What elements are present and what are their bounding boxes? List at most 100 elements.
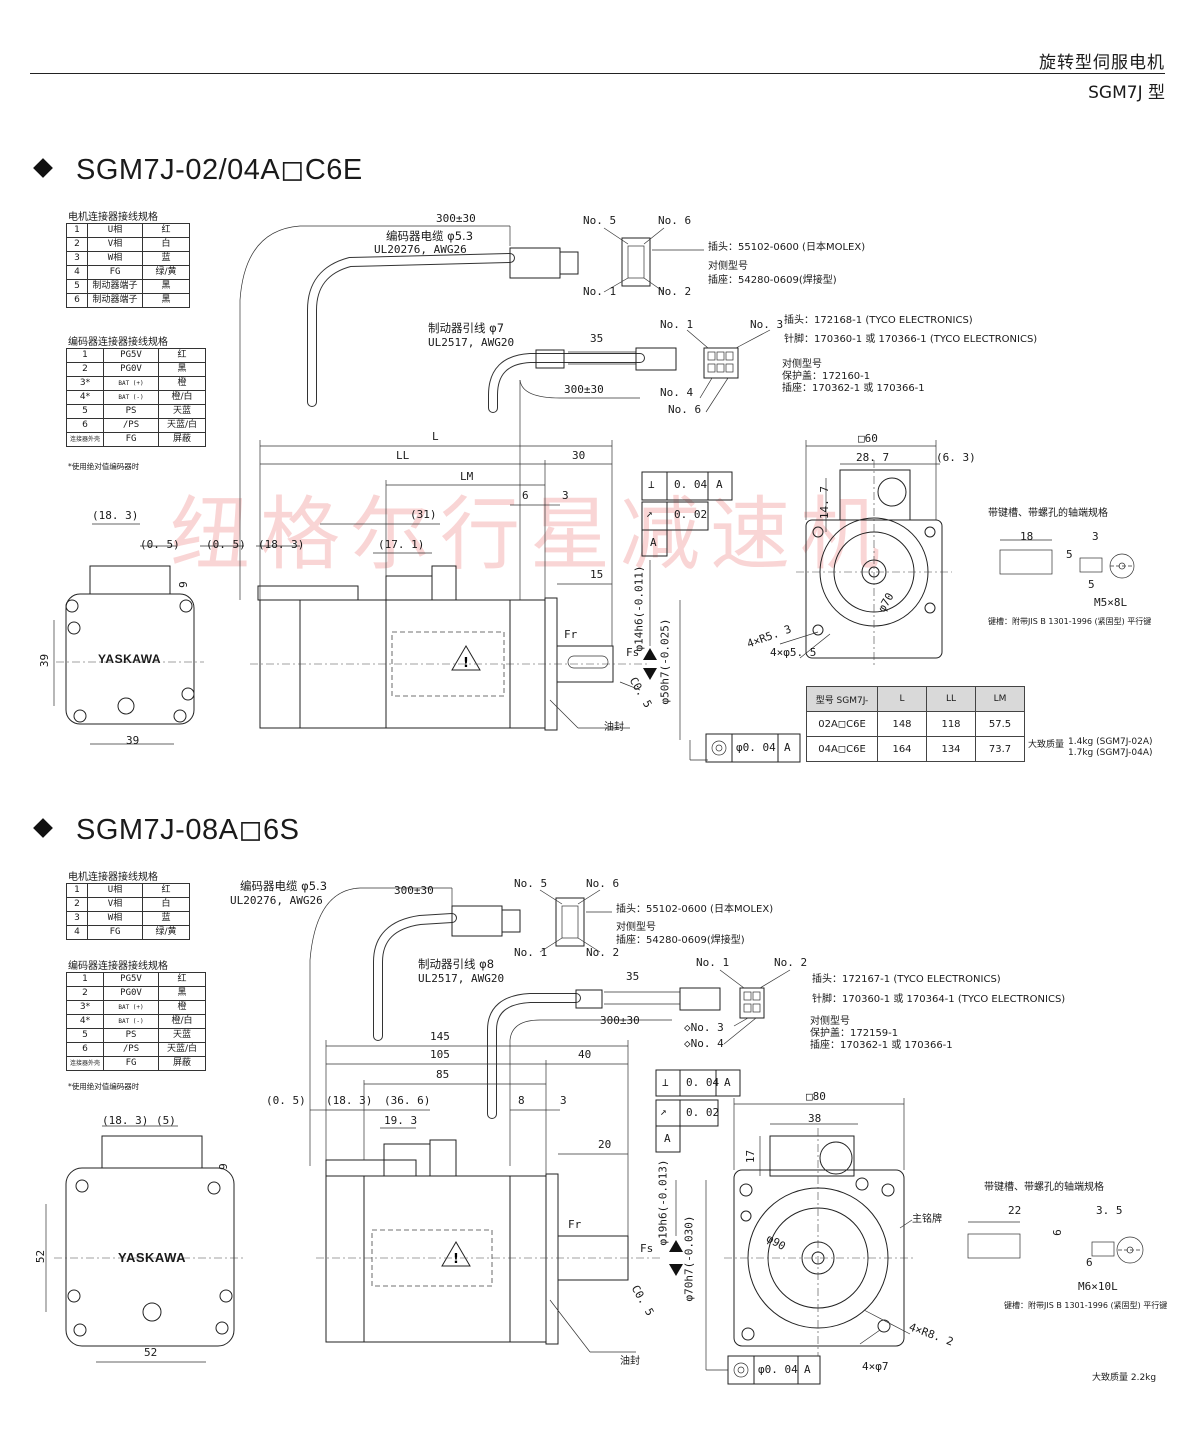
s1-tol-v3: φ0. 04 bbox=[736, 741, 776, 754]
pin-color-cell: 绿/黄 bbox=[142, 925, 190, 940]
section2-title-row: SGM7J-08A◻6S bbox=[33, 812, 300, 847]
s1-dim-171: (17. 1) bbox=[378, 538, 425, 551]
s1-oilseal: 油封 bbox=[604, 722, 624, 733]
s2-fs: Fs bbox=[640, 1242, 654, 1255]
s2-dim-hole7: 4×φ7 bbox=[862, 1360, 889, 1373]
s2-tol-perp: ⊥ bbox=[662, 1076, 669, 1089]
dim-cell: 148 bbox=[877, 711, 927, 737]
s1-fr: Fr bbox=[564, 628, 578, 641]
dim-cell: 04A◻C6E bbox=[806, 736, 878, 762]
pin-color-cell: 黑 bbox=[158, 362, 207, 377]
header-rule bbox=[30, 73, 1165, 74]
s1-dim-LM: LM bbox=[460, 470, 474, 483]
s1-enc-mate: 对侧型号 bbox=[708, 261, 748, 272]
s1-brand-logo: YASKAWA bbox=[98, 652, 162, 666]
s1-dim-05b: (0. 5) bbox=[206, 538, 246, 551]
svg-text:!: ! bbox=[463, 656, 469, 671]
pin-row: 3*BAT (+)橙 bbox=[65, 376, 207, 391]
s1-shaft-d3: 3 bbox=[1092, 530, 1099, 543]
s1-dim-183b: (18. 3) bbox=[258, 538, 305, 551]
s1-dim-39h: 39 bbox=[126, 734, 140, 747]
s1-shaft-d18: 18 bbox=[1020, 530, 1034, 543]
s2-dim-05: (0. 5) bbox=[266, 1094, 306, 1107]
s1-fs: Fs bbox=[626, 646, 640, 659]
s1-mass2: 1.7kg (SGM7J-04A) bbox=[1068, 748, 1153, 758]
s2-brake-plug bbox=[679, 987, 721, 1011]
s1-dim-spigot: φ50h7(-0.025) bbox=[658, 618, 672, 705]
s2-no5: No. 5 bbox=[514, 877, 548, 890]
section1-title: SGM7J-02/04A◻C6E bbox=[76, 154, 363, 186]
s1-dim-147: 14. 7 bbox=[818, 485, 832, 520]
s1-connector-housing bbox=[385, 575, 433, 601]
s1-dim-30: 30 bbox=[572, 449, 586, 462]
s2-tol-v2: 0. 02 bbox=[686, 1106, 720, 1119]
pin-color-cell: 红 bbox=[142, 883, 190, 898]
dim-header-cell: 型号 SGM7J- bbox=[806, 686, 878, 712]
svg-text:!: ! bbox=[453, 1252, 459, 1267]
s2-tol-a3: A bbox=[804, 1363, 811, 1376]
warning-icon-2 bbox=[441, 1241, 471, 1267]
s1-dim-9: 9 bbox=[176, 581, 190, 588]
s2-dim-366: (36. 6) bbox=[384, 1094, 431, 1107]
section2-title: SGM7J-08A◻6S bbox=[76, 814, 300, 846]
s2-dim-145: 145 bbox=[430, 1030, 450, 1043]
s2-dim-shaft: φ19h6(-0.013) bbox=[656, 1159, 670, 1246]
s2-b-no2: No. 2 bbox=[774, 956, 808, 969]
pin-signal-cell: PS bbox=[103, 1028, 160, 1043]
pin-number-cell: 3 bbox=[66, 911, 88, 926]
s2-b-no1: No. 1 bbox=[696, 956, 730, 969]
s1-tol-perp: ⊥ bbox=[648, 478, 655, 491]
s1-brake-plug-label: 插头：172168-1 (TYCO ELECTRONICS) bbox=[784, 315, 973, 326]
s2-tol-datum: A bbox=[664, 1132, 671, 1145]
s1-dim-sq60: □60 bbox=[858, 432, 878, 445]
pin-number-cell: 2 bbox=[66, 897, 88, 912]
pin-number-cell: 5 bbox=[65, 404, 105, 419]
s1-dim-6: 6 bbox=[522, 489, 529, 502]
pin-number-cell: 5 bbox=[65, 1028, 105, 1043]
s2-brake-socket: 插座：170362-1 或 170366-1 bbox=[810, 1040, 953, 1051]
s2-shaft-d6: 6 bbox=[1050, 1229, 1064, 1236]
s1-tol-a3: A bbox=[784, 741, 791, 754]
pin-signal-cell: PG5V bbox=[103, 972, 160, 987]
s1-dim-63: (6. 3) bbox=[936, 451, 976, 464]
s1-tol-circ: ↗ bbox=[646, 507, 653, 520]
dim-cell: 73.7 bbox=[975, 736, 1025, 762]
pin-color-cell: 橙/白 bbox=[158, 1014, 207, 1029]
s1-no6: No. 6 bbox=[658, 214, 692, 227]
pin-row: 3*BAT (+)橙 bbox=[65, 1000, 207, 1015]
s1-tol-v1: 0. 04 bbox=[674, 478, 708, 491]
s2-key-note: 键槽：附带JIS B 1301-1996 (紧固型) 平行键 bbox=[1004, 1301, 1168, 1310]
s1-no5: No. 5 bbox=[583, 214, 617, 227]
s2-tol-v3: φ0. 04 bbox=[758, 1363, 798, 1376]
s1-b-no3: No. 3 bbox=[750, 318, 784, 331]
pin-number-cell: 1 bbox=[65, 972, 105, 987]
section1-title-row: SGM7J-02/04A◻C6E bbox=[33, 152, 363, 187]
s2-len-35: 35 bbox=[626, 970, 640, 983]
s2-dim-40: 40 bbox=[578, 1048, 592, 1061]
s1-len-35: 35 bbox=[590, 332, 604, 345]
dim-cell: 02A◻C6E bbox=[806, 711, 878, 737]
diamond-bullet-icon bbox=[33, 818, 53, 839]
pin-color-cell: 橙 bbox=[158, 1000, 207, 1015]
s2-dim-105: 105 bbox=[430, 1048, 450, 1061]
s2-motor-body bbox=[325, 1175, 547, 1343]
s2-enc-note: *使用绝对值编码器时 bbox=[68, 1082, 140, 1091]
pin-color-cell: 黑 bbox=[142, 293, 190, 308]
s1-tol-v2: 0. 02 bbox=[674, 508, 708, 521]
s2-dim-8: 8 bbox=[518, 1094, 525, 1107]
s1-b-no6: No. 6 bbox=[668, 403, 702, 416]
pin-color-cell: 屏蔽 bbox=[158, 1056, 207, 1071]
watermark: 纽格尔行星减速机 bbox=[170, 488, 890, 581]
